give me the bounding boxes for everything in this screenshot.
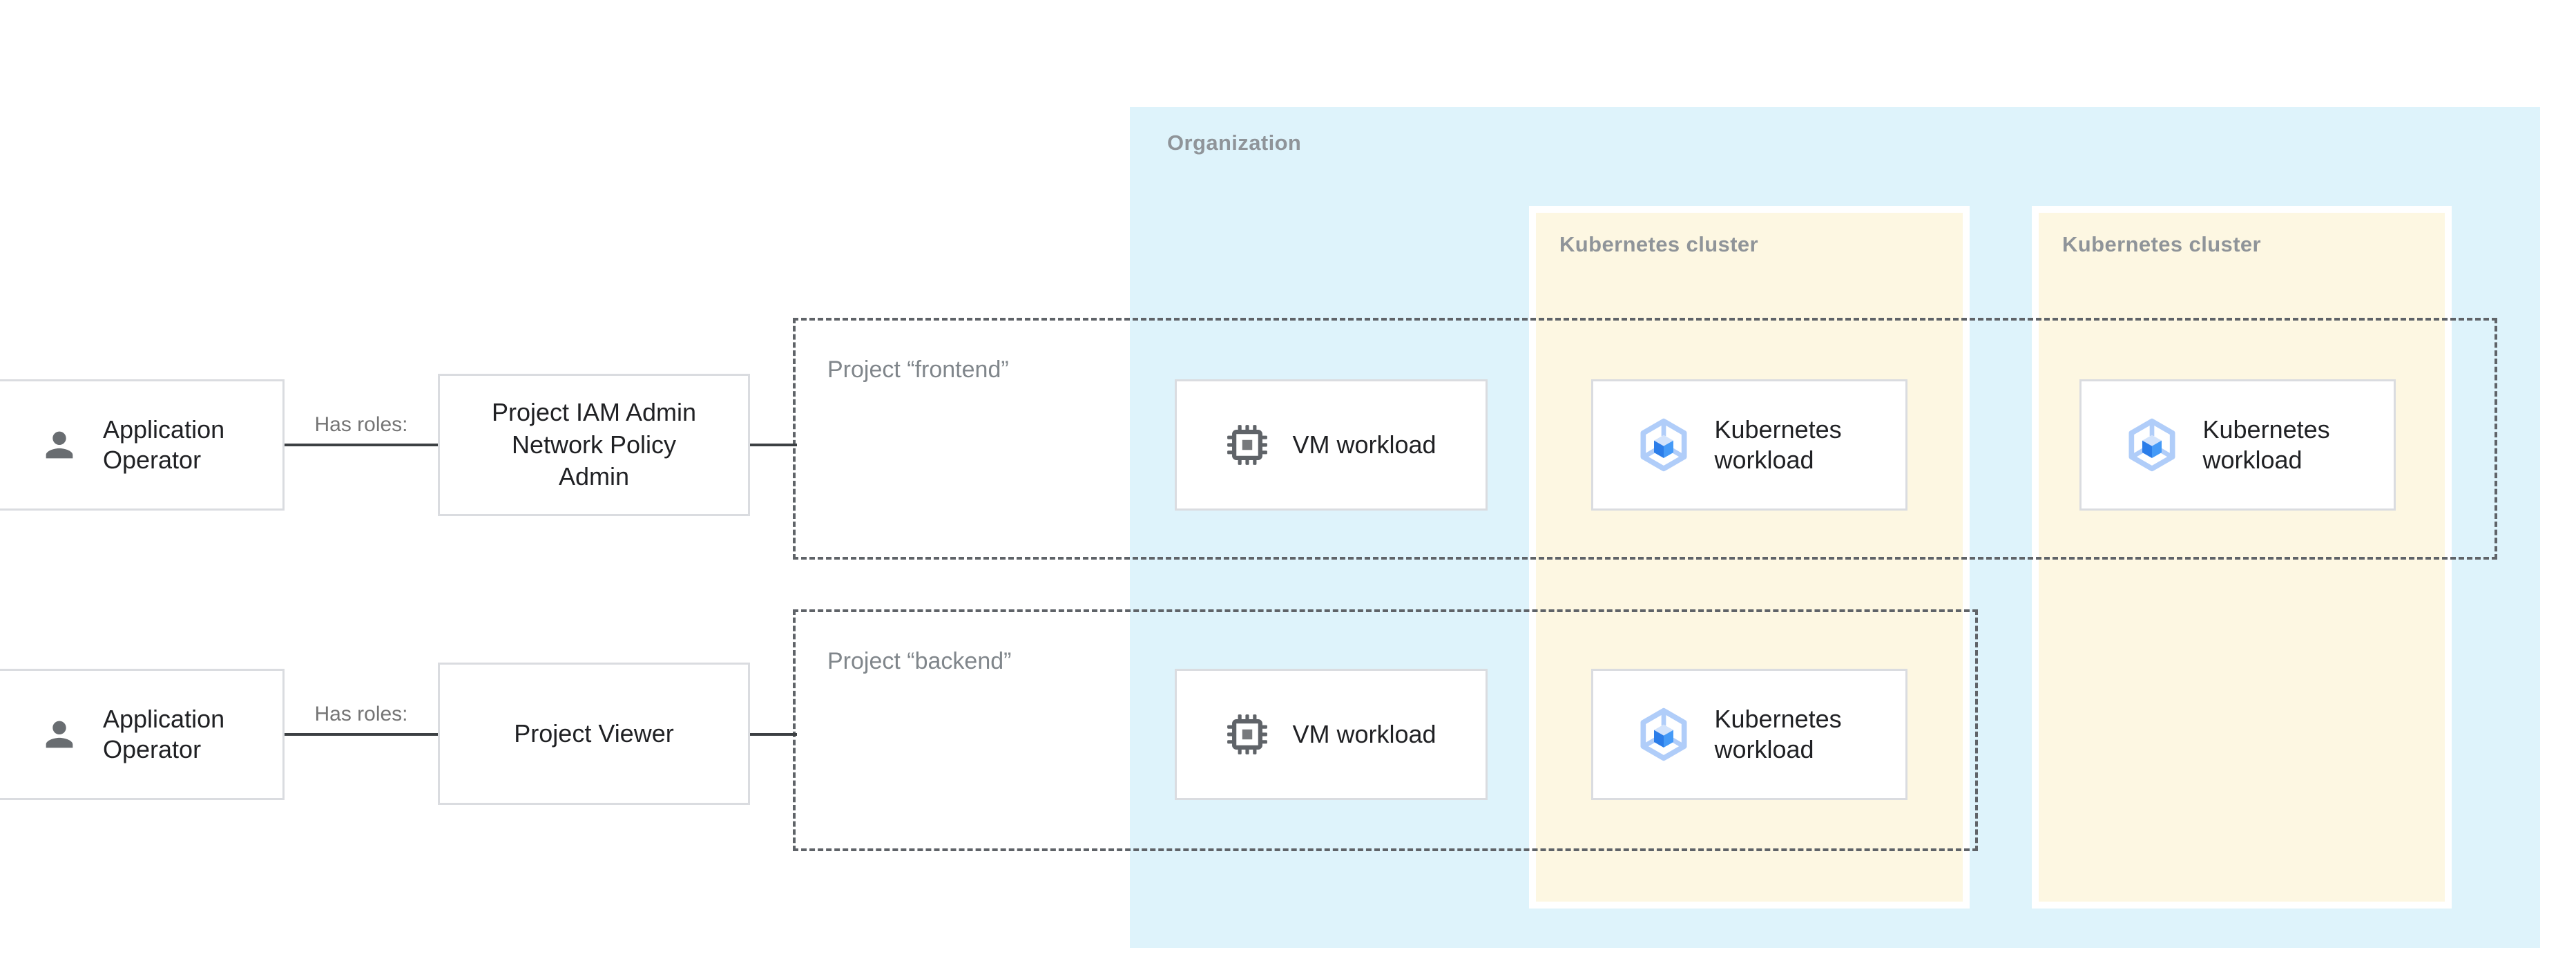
project-frontend-label: Project “frontend” [827, 356, 1009, 383]
connector-actor1-to-role1 [285, 444, 438, 446]
kubernetes-workload-box-frontend-cluster2: Kubernetes workload [2079, 379, 2396, 511]
role-box-project-iam-admin-network-policy-admin: Project IAM Admin Network Policy Admin [438, 374, 750, 516]
connector-role2-to-project-backend [750, 733, 797, 736]
project-backend-label: Project “backend” [827, 648, 1012, 674]
person-icon [46, 721, 73, 748]
role-label: Project Viewer [514, 719, 674, 748]
project-backend-boundary: Project “backend” [793, 609, 1978, 851]
actor-label: Application Operator [103, 415, 225, 474]
kubernetes-workload-box-backend-cluster1: Kubernetes workload [1591, 669, 1907, 800]
has-roles-label-1: Has roles: [314, 413, 408, 436]
project-frontend-boundary: Project “frontend” [793, 318, 2497, 560]
workload-label: Kubernetes workload [1714, 705, 1842, 763]
actor-application-operator-1: Application Operator [0, 379, 285, 511]
cpu-chip-icon [1227, 714, 1268, 754]
kubernetes-cluster-2-label: Kubernetes cluster [2062, 232, 2262, 256]
kubernetes-workload-box-frontend-cluster1: Kubernetes workload [1591, 379, 1907, 511]
has-roles-label-2: Has roles: [314, 703, 408, 725]
cpu-chip-icon [1227, 425, 1268, 465]
gke-hexagon-cube-icon [1640, 418, 1686, 472]
workload-label: VM workload [1292, 430, 1436, 459]
role-label: Project IAM Admin Network Policy Admin [491, 397, 697, 491]
gke-hexagon-cube-icon [1640, 707, 1686, 761]
workload-label: Kubernetes workload [2202, 415, 2330, 474]
kubernetes-cluster-1-label: Kubernetes cluster [1559, 232, 1759, 256]
vm-workload-box-backend: VM workload [1175, 669, 1488, 800]
gke-hexagon-cube-icon [2128, 418, 2175, 472]
vm-workload-box-frontend: VM workload [1175, 379, 1488, 511]
actor-label: Application Operator [103, 705, 225, 763]
workload-label: Kubernetes workload [1714, 415, 1842, 474]
workload-label: VM workload [1292, 720, 1436, 749]
connector-actor2-to-role2 [285, 733, 438, 736]
connector-role1-to-project-frontend [750, 444, 797, 446]
organization-label: Organization [1167, 131, 1302, 155]
role-box-project-viewer: Project Viewer [438, 663, 750, 805]
person-icon [46, 431, 73, 459]
actor-application-operator-2: Application Operator [0, 669, 285, 800]
